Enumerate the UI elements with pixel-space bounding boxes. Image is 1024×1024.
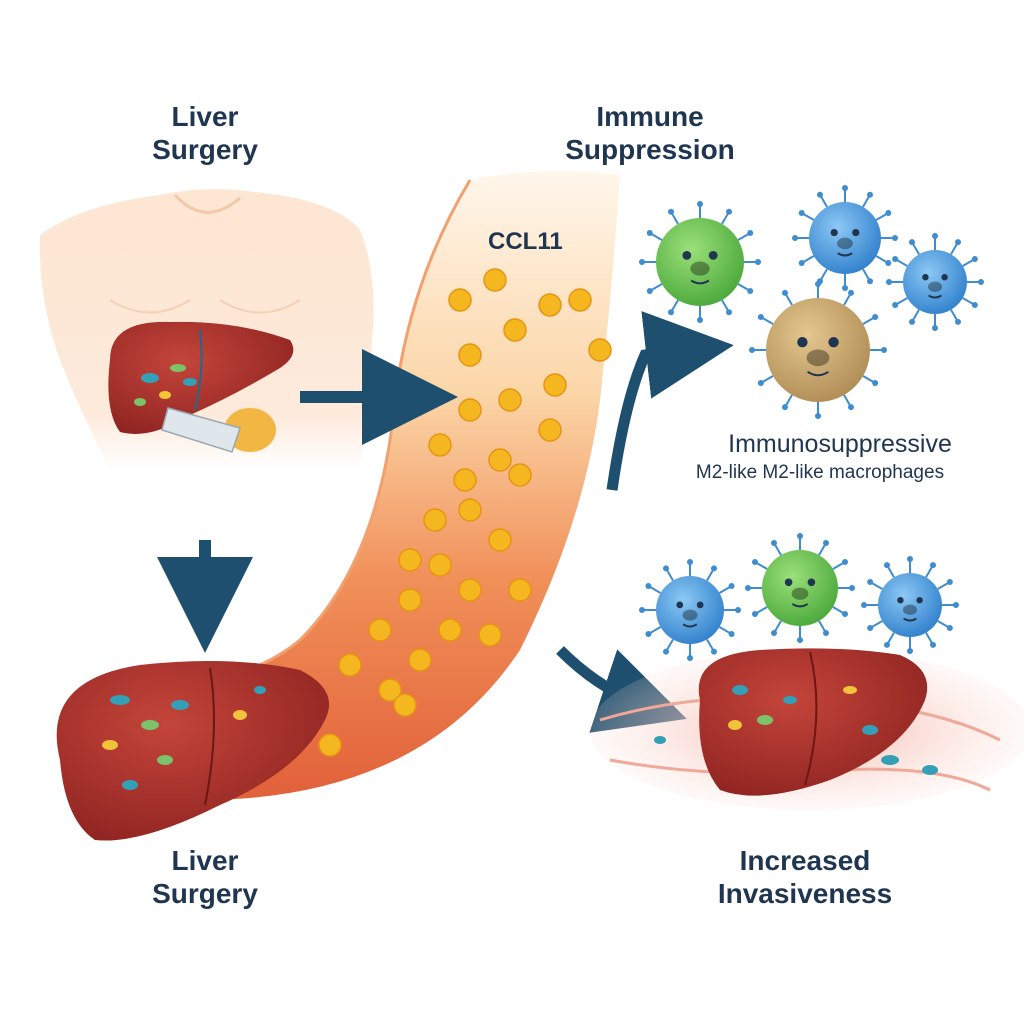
ccl11-particle bbox=[453, 468, 477, 492]
ccl11-particle bbox=[423, 508, 447, 532]
ccl11-particle bbox=[488, 528, 512, 552]
ccl11-particle bbox=[428, 553, 452, 577]
ccl11-particle bbox=[398, 588, 422, 612]
ccl11-particle bbox=[498, 388, 522, 412]
label-increased-invasiveness: Increased Invasiveness bbox=[717, 845, 893, 910]
ccl11-particle bbox=[568, 288, 592, 312]
ccl11-particle bbox=[478, 623, 502, 647]
ccl11-particle bbox=[368, 618, 392, 642]
macrophage-cell bbox=[886, 233, 984, 331]
invasive-liver-tissue bbox=[590, 648, 1024, 810]
macrophage-cell bbox=[639, 201, 761, 323]
label-liver-surgery-bottom: Liver Surgery bbox=[152, 845, 258, 910]
ccl11-particle bbox=[458, 498, 482, 522]
ccl11-particle bbox=[503, 318, 527, 342]
label-immune-suppression: Immune Suppression bbox=[565, 101, 735, 166]
ccl11-particle bbox=[458, 398, 482, 422]
ccl11-particle bbox=[398, 548, 422, 572]
label-ccl11: CCL11 bbox=[488, 228, 563, 255]
ccl11-particle bbox=[488, 448, 512, 472]
macrophage-cell bbox=[749, 281, 887, 419]
ccl11-particles bbox=[288, 268, 612, 757]
macrophage-cell bbox=[861, 556, 959, 654]
ccl11-particle bbox=[538, 418, 562, 442]
m2-macrophages-cluster bbox=[639, 185, 984, 419]
ccl11-particle bbox=[428, 433, 452, 457]
macrophages-near-tumor bbox=[639, 533, 959, 661]
ccl11-particle bbox=[508, 463, 532, 487]
ccl11-particle bbox=[543, 373, 567, 397]
ccl11-particle bbox=[318, 733, 342, 757]
ccl11-particle bbox=[458, 578, 482, 602]
ccl11-particle bbox=[338, 653, 362, 677]
ccl11-particle bbox=[508, 578, 532, 602]
flow-arrows bbox=[157, 311, 734, 733]
ccl11-particle bbox=[588, 338, 612, 362]
label-immunosuppressive: Immunosuppressive bbox=[728, 430, 952, 458]
ccl11-particle bbox=[408, 648, 432, 672]
ccl11-particle bbox=[378, 678, 402, 702]
ccl11-particle bbox=[458, 343, 482, 367]
ccl11-particle bbox=[438, 618, 462, 642]
macrophage-cell bbox=[792, 185, 898, 291]
liver-bottom-left bbox=[56, 661, 330, 841]
ccl11-particle bbox=[538, 293, 562, 317]
label-liver-surgery-top: Liver Surgery bbox=[152, 101, 258, 166]
label-m2-macrophages: M2-like M2-like macrophages bbox=[695, 462, 945, 483]
ccl11-particle bbox=[393, 693, 417, 717]
arrow-to-macrophages bbox=[606, 311, 734, 491]
ccl11-particle bbox=[483, 268, 507, 292]
macrophage-cell bbox=[639, 559, 741, 661]
macrophage-cell bbox=[745, 533, 855, 643]
ccl11-particle bbox=[448, 288, 472, 312]
liver-in-torso bbox=[108, 321, 294, 453]
